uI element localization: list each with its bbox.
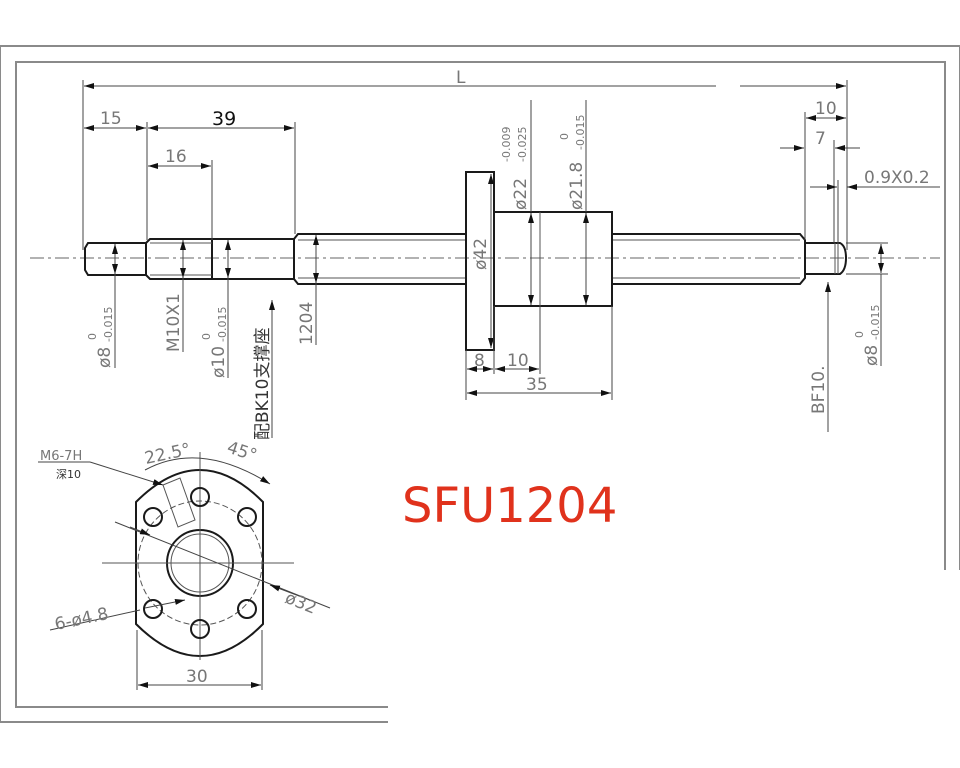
label-phi10: ø10 [209,346,229,378]
diameter-markers [112,235,319,438]
label-pcd: ø32 [282,588,319,619]
tol-lower: -0.015 [869,305,882,340]
label-bf10-support: BF10. [809,366,829,414]
drawing-frame [0,45,960,723]
label-thread: M10X1 [164,293,184,352]
label-phi8-left: ø8 [95,347,115,368]
label-phi42: ø42 [471,238,491,270]
dim-30: 30 [186,667,208,687]
label-tap-depth: 深10 [56,468,81,481]
label-holes: 6-ø4.8 [53,604,110,635]
tol-upper: -0.009 [500,127,513,162]
shaft-labels-left: ø8 0 -0.015 M10X1 ø10 0 -0.015 配BK10支撑座 … [86,293,317,440]
dim-39: 39 [212,108,236,130]
label-angle-45: 45° [224,438,259,466]
tol-lower: -0.015 [216,307,229,342]
dimensions-left-top: 15 39 16 [84,108,296,240]
nut-dimensions: ø22 -0.009 -0.025 ø21.8 0 -0.015 ø42 8 1… [465,100,613,400]
ball-screw-shaft [84,233,848,285]
label-phi8-right: ø8 [862,345,882,366]
tol-upper: 0 [558,133,571,140]
dim-10-right: 10 [815,99,837,119]
flange-end-view: M6-7H 深10 22.5° 45° 6-ø4.8 ø32 30 [38,438,331,690]
tol-upper: 0 [86,333,99,340]
tol-lower: -0.025 [516,127,529,162]
label-phi21-8: ø21.8 [567,162,587,210]
dim-35: 35 [526,375,548,395]
tol-lower: -0.015 [574,115,587,150]
dim-7: 7 [815,129,826,149]
dim-groove: 0.9X0.2 [864,168,930,188]
label-L: L [456,68,466,88]
dim-8: 8 [474,351,485,371]
dim-10: 10 [507,351,529,371]
tol-upper: 0 [200,333,213,340]
label-m6-tap: M6-7H [40,449,82,464]
dimension-overall-length: L [82,68,848,250]
label-1204: 1204 [297,302,317,345]
label-phi22: ø22 [511,178,531,210]
label-angle-22-5: 22.5° [143,440,193,469]
tol-upper: 0 [853,331,866,338]
ball-nut [465,171,613,351]
label-bk10-support: 配BK10支撑座 [253,328,273,440]
dim-16: 16 [165,147,187,167]
right-end-dimensions: 10 7 0.9X0.2 BF10. ø8 0 -0.015 [780,99,940,432]
dim-15: 15 [100,109,122,129]
tol-lower: -0.015 [102,307,115,342]
model-title: SFU1204 [402,478,618,534]
